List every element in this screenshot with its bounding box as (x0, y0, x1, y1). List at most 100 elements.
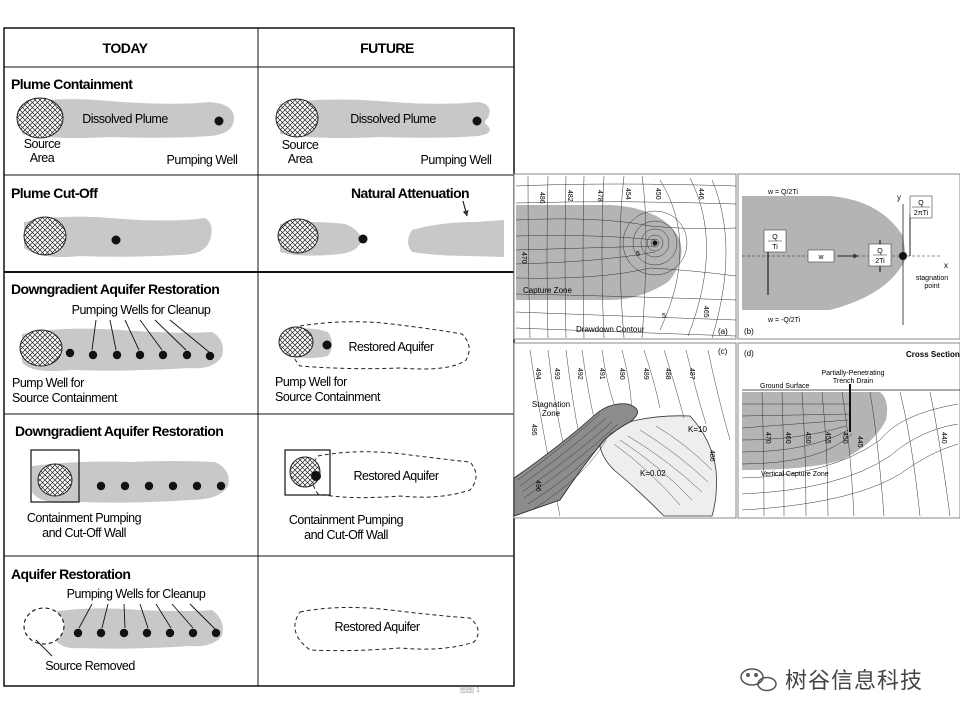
restored-aquifer-outline (290, 321, 470, 370)
containment-label: and Cut-Off Wall (304, 528, 388, 542)
row-title: Downgradient Aquifer Restoration (15, 423, 223, 439)
panel-tag: (d) (744, 349, 754, 358)
contour-label: 5 (636, 251, 640, 258)
stagnation-streamlines (513, 403, 638, 517)
pumping-well (120, 481, 130, 491)
dissolved-plume (280, 99, 490, 138)
pumping-well-label: Pumping Well (421, 153, 492, 167)
pumping-well (135, 350, 145, 360)
axis-x-label: x (944, 261, 948, 270)
w-bottom-label: w = -Q/2Ti (767, 317, 801, 324)
pumping-well (472, 116, 482, 126)
flow-lines (741, 391, 959, 517)
source-area (16, 97, 64, 139)
capture-zone-area (516, 205, 682, 300)
contour-label: 482 (566, 190, 573, 202)
row-title: Downgradient Aquifer Restoration (11, 281, 219, 297)
axis-y-label: y (897, 193, 901, 202)
pumping-well (96, 481, 106, 491)
contour-label: 445 (856, 436, 863, 448)
source-containment-label: Source Containment (275, 390, 381, 404)
drawdown-rings (622, 210, 688, 276)
area-label: Area (288, 152, 313, 166)
source-removed-label: Source Removed (45, 659, 135, 673)
source-area (275, 98, 319, 138)
k-high-label: K=10 (688, 425, 707, 434)
stagnation-label: point (924, 283, 939, 290)
cut-off-wall (30, 449, 80, 503)
restored-aquifer-outline (294, 606, 479, 652)
label-box (807, 249, 835, 263)
source-area (278, 326, 314, 358)
contour-label: 491 (598, 368, 605, 380)
source-containment-label: Pump Well for (12, 376, 84, 390)
pumping-well (168, 481, 178, 491)
pumping-well (311, 471, 321, 481)
natural-attenuation-label: Natural Attenuation (351, 185, 469, 201)
contour-label: 455 (824, 432, 831, 444)
dissolved-plume (32, 461, 229, 503)
source-area (277, 218, 319, 254)
removed-source-outline (23, 607, 65, 645)
dissolved-plume (22, 99, 234, 138)
ground-surface-label: Ground Surface (760, 383, 810, 390)
pumping-well (119, 628, 129, 638)
contour-label: 495 (530, 424, 537, 436)
row-title: Aquifer Restoration (11, 566, 130, 582)
streamline-hatch (517, 413, 619, 511)
containment-label: Containment Pumping (289, 513, 404, 527)
contour-label: 454 (624, 188, 631, 200)
cleanup-wells-label: Pumping Wells for Cleanup (72, 303, 211, 317)
contour-label: 465 (702, 306, 709, 318)
trench-label: Trench Drain (833, 378, 873, 385)
pumping-well (88, 350, 98, 360)
cleanup-wells-label: Pumping Wells for Cleanup (67, 587, 206, 601)
detached-plume (408, 220, 504, 257)
fraction-numerator: Q (772, 234, 778, 241)
contour-label: 440 (940, 432, 947, 444)
containment-label: and Cut-Off Wall (42, 526, 126, 540)
contour-label: 490 (618, 368, 625, 380)
pumping-well (96, 628, 106, 638)
fraction-numerator: Q (877, 248, 883, 255)
contour-label: 493 (553, 368, 560, 380)
cleanup-well-leaders (91, 319, 210, 353)
containment-label: Containment Pumping (27, 511, 142, 525)
restored-aquifer-label: Restored Aquifer (353, 469, 438, 483)
panel-tag: (a) (718, 327, 728, 336)
contour-label: 460 (784, 432, 791, 444)
contour-label: 5 (662, 313, 666, 320)
stagnation-zone-label: Stagnation (532, 400, 570, 409)
footer-mark: 图图 1 (460, 686, 480, 694)
pumping-well (652, 240, 658, 246)
panel-title: Cross Section (906, 350, 960, 359)
source-area (37, 463, 73, 497)
restored-aquifer-label: Restored Aquifer (334, 620, 419, 634)
pumping-well (112, 350, 122, 360)
k-low-label: K=0.02 (640, 469, 666, 478)
panel-tag: (b) (744, 327, 754, 336)
contour-label: 492 (576, 368, 583, 380)
pumping-well (182, 350, 192, 360)
pumping-well (358, 234, 368, 244)
wechat-icon (740, 668, 777, 692)
contour-label: 487 (688, 368, 695, 380)
panel-tag: (c) (718, 347, 728, 356)
contour-label: 470 (520, 252, 527, 264)
low-k-zone (598, 415, 717, 517)
source-containment-label: Pump Well for (275, 375, 347, 389)
contour-label: 488 (664, 368, 671, 380)
pumping-well (111, 235, 121, 245)
contour-label: 494 (534, 368, 541, 380)
source-label: Source (24, 137, 61, 151)
plume-label: Dissolved Plume (350, 112, 436, 126)
contour-label: 496 (534, 480, 541, 492)
source-containment-label: Source Containment (12, 391, 118, 405)
watermark-text: 树谷信息科技 (785, 668, 923, 693)
source-label: Source (282, 138, 319, 152)
contour-label: 470 (764, 432, 771, 444)
pumping-well (73, 628, 83, 638)
pumping-well (142, 628, 152, 638)
pumping-well (192, 481, 202, 491)
contour-label: 489 (642, 368, 649, 380)
